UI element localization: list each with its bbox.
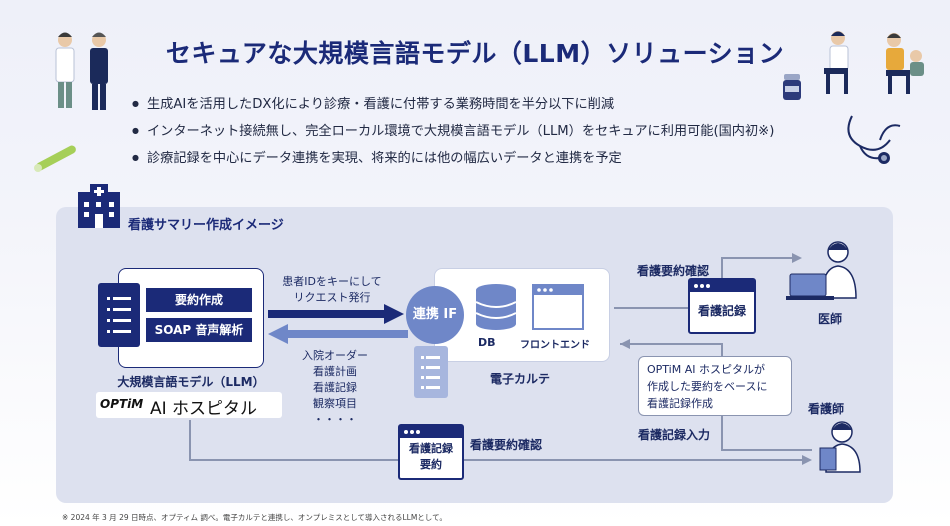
bullet-item: 生成AIを活用したDX化により診療・看護に付帯する業務時間を半分以下に削減 bbox=[132, 92, 774, 119]
product-name: AI ホスピタル bbox=[150, 399, 258, 419]
optim-logo-box: OPTiM AI ホスピタル bbox=[96, 392, 282, 419]
bullet-item: インターネット接続無し、完全ローカル環境で大規模言語モデル（LLM）をセキュアに… bbox=[132, 119, 774, 146]
database-icon bbox=[475, 284, 517, 330]
bullet-item: 診療記録を中心にデータ連携を実現、将来的には他の幅広いデータと連携を予定 bbox=[132, 146, 774, 173]
ehr-caption: 電子カルテ bbox=[490, 372, 551, 386]
soap-analysis-button[interactable]: SOAP 音声解析 bbox=[146, 318, 252, 342]
nurse-label: 看護師 bbox=[808, 402, 845, 416]
bullet-list: 生成AIを活用したDX化により診療・看護に付帯する業務時間を半分以下に削減 イン… bbox=[132, 92, 774, 173]
section-title: 看護サマリー作成イメージ bbox=[128, 218, 284, 233]
nursing-record-input-label: 看護記録入力 bbox=[638, 428, 711, 442]
doctor-icon bbox=[786, 241, 857, 300]
nurse-confirm-label: 看護要約確認 bbox=[470, 438, 543, 452]
doctor-confirm-label: 看護要約確認 bbox=[637, 264, 710, 278]
frontend-window-icon bbox=[532, 284, 584, 330]
hospital-icon bbox=[78, 184, 120, 228]
thermometer-icon bbox=[34, 145, 76, 172]
nursing-summary-doc: 看護記録 要約 bbox=[398, 424, 464, 480]
summary-button[interactable]: 要約作成 bbox=[146, 288, 252, 312]
request-arrow bbox=[268, 304, 404, 324]
request-label: 患者IDをキーにして リクエスト発行 bbox=[282, 275, 382, 304]
ehr-server-icon bbox=[414, 346, 448, 398]
doctor-label: 医師 bbox=[818, 312, 843, 326]
optim-brand: OPTiM bbox=[100, 397, 144, 411]
consultation-illustration bbox=[824, 31, 924, 94]
frontend-label: フロントエンド bbox=[520, 340, 590, 351]
db-label: DB bbox=[478, 336, 496, 349]
stethoscope-icon bbox=[847, 115, 901, 164]
response-arrow bbox=[268, 324, 408, 344]
doctors-illustration bbox=[55, 32, 108, 110]
data-items-list: 入院オーダー 看護計画 看護記録 観察項目 ・・・・ bbox=[302, 349, 368, 426]
page-title: セキュアな大規模言語モデル（LLM）ソリューション bbox=[165, 39, 785, 68]
footnote: ※ 2024 年 3 月 29 日時点、オプティム 調べ。電子カルテと連携し、オ… bbox=[62, 513, 447, 522]
llm-caption: 大規模言語モデル（LLM） bbox=[117, 375, 265, 389]
server-icon bbox=[98, 283, 140, 347]
nurse-note-bubble: OPTiM AI ホスピタルが 作成した要約をベースに 看護記録作成 bbox=[638, 356, 792, 416]
integration-if-badge: 連携 IF bbox=[406, 286, 464, 344]
pill-bottle-icon bbox=[783, 74, 801, 100]
nurse-icon bbox=[819, 421, 861, 473]
nursing-record-doc: 看護記録 bbox=[688, 278, 756, 334]
